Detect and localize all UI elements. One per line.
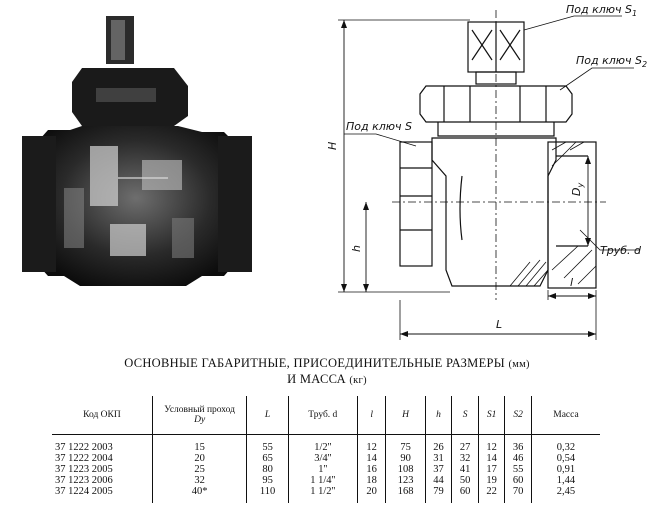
header-S1: S1 — [477, 396, 505, 435]
header-S2: S2 — [504, 396, 532, 435]
cell-pipe-d: 1 1/2'' — [287, 486, 358, 503]
body-outline — [431, 137, 557, 287]
header-code: Код ОКП — [52, 396, 153, 435]
cell-mass: 0,54 — [530, 453, 600, 464]
cell-S: 41 — [451, 464, 479, 475]
table-caption-line1: ОСНОВНЫЕ ГАБАРИТНЫЕ, ПРИСОЕДИНИТЕЛЬНЫЕ Р… — [124, 356, 530, 370]
table-row: 37 1222 2003 15 55 1/2'' 12 75 26 27 12 … — [52, 434, 600, 453]
cell-code: 37 1222 2003 — [55, 442, 113, 453]
table-row: 37 1223 2006 32 95 1 1/4'' 18 123 44 50 … — [52, 475, 600, 486]
cell-H: 123 — [385, 475, 426, 486]
valve-photo — [22, 16, 252, 286]
left-end-outline — [399, 141, 433, 267]
header-pipe-d: Труб. d — [287, 396, 358, 435]
nut-outline — [419, 85, 573, 123]
label-dy: Dy — [570, 183, 585, 196]
cell-l: 12 — [356, 434, 386, 453]
right-end-outline — [547, 141, 597, 289]
cell-l: 14 — [356, 453, 386, 464]
cell-S2: 70 — [504, 486, 532, 503]
cell-code: 37 1223 2006 — [55, 475, 113, 486]
cell-H: 75 — [385, 434, 426, 453]
cell-dn: 15 — [151, 434, 247, 453]
cell-S2: 55 — [504, 464, 532, 475]
cell-S1: 17 — [477, 464, 505, 475]
cell-l: 18 — [356, 475, 386, 486]
header-l: l — [356, 396, 386, 435]
cell-S1: 14 — [477, 453, 505, 464]
cell-h: 37 — [424, 464, 452, 475]
cell-dn: 40* — [151, 486, 247, 503]
cell-pipe-d: 1 1/4'' — [287, 475, 358, 486]
table-caption-line2: И МАССА (кг) — [287, 372, 367, 386]
cell-h: 31 — [424, 453, 452, 464]
cell-H: 108 — [385, 464, 426, 475]
table-row: 37 1222 2004 20 65 3/4'' 14 90 31 32 14 … — [52, 453, 600, 464]
cell-h: 79 — [424, 486, 452, 503]
label-key-s2: Под ключ S2 — [576, 54, 647, 69]
cell-S2: 36 — [504, 434, 532, 453]
cell-S1: 19 — [477, 475, 505, 486]
cell-H: 168 — [385, 486, 426, 503]
cell-H: 90 — [385, 453, 426, 464]
cell-l: 16 — [356, 464, 386, 475]
cell-mass: 0,91 — [530, 464, 600, 475]
cell-L: 55 — [246, 434, 289, 453]
table-row: 37 1223 2005 25 80 1'' 16 108 37 41 17 5… — [52, 464, 600, 475]
cell-code: 37 1223 2005 — [55, 464, 113, 475]
cell-S: 60 — [451, 486, 479, 503]
cell-mass: 2,45 — [530, 486, 600, 503]
cell-L: 65 — [246, 453, 289, 464]
label-key-s1: Под ключ S1 — [566, 4, 637, 18]
cell-mass: 0,32 — [530, 434, 600, 453]
cell-L: 95 — [246, 475, 289, 486]
cell-dn: 20 — [151, 453, 247, 464]
label-L: L — [496, 318, 502, 331]
header-h: h — [424, 396, 452, 435]
header-L: L — [246, 396, 289, 435]
cell-S1: 22 — [477, 486, 505, 503]
label-key-s: Под ключ S — [346, 120, 412, 133]
cell-pipe-d: 3/4'' — [287, 453, 358, 464]
cell-pipe-d: 1/2'' — [287, 434, 358, 453]
cell-S1: 12 — [477, 434, 505, 453]
cell-S2: 46 — [504, 453, 532, 464]
cell-pipe-d: 1'' — [287, 464, 358, 475]
header-mass: Масса — [530, 396, 600, 435]
label-h: h — [350, 245, 363, 252]
header-S: S — [451, 396, 479, 435]
table-row: 37 1224 2005 40* 110 1 1/2'' 20 168 79 6… — [52, 486, 600, 503]
cell-S: 50 — [451, 475, 479, 486]
cell-dn: 32 — [151, 475, 247, 486]
cell-L: 80 — [246, 464, 289, 475]
cell-h: 44 — [424, 475, 452, 486]
cell-mass: 1,44 — [530, 475, 600, 486]
label-l: l — [570, 276, 573, 289]
cell-code: 37 1224 2005 — [55, 486, 113, 497]
label-pipe-d: Труб. d — [600, 244, 642, 257]
cell-code: 37 1222 2004 — [55, 453, 113, 464]
cell-S2: 60 — [504, 475, 532, 486]
cell-h: 26 — [424, 434, 452, 453]
cell-l: 20 — [356, 486, 386, 503]
header-H: H — [385, 396, 426, 435]
cell-S: 32 — [451, 453, 479, 464]
label-H: H — [326, 142, 339, 150]
cell-S: 27 — [451, 434, 479, 453]
cell-dn: 25 — [151, 464, 247, 475]
technical-drawing: Под ключ S1 Под ключ S2 Под ключ S H h D… — [326, 4, 647, 340]
cell-L: 110 — [246, 486, 289, 503]
